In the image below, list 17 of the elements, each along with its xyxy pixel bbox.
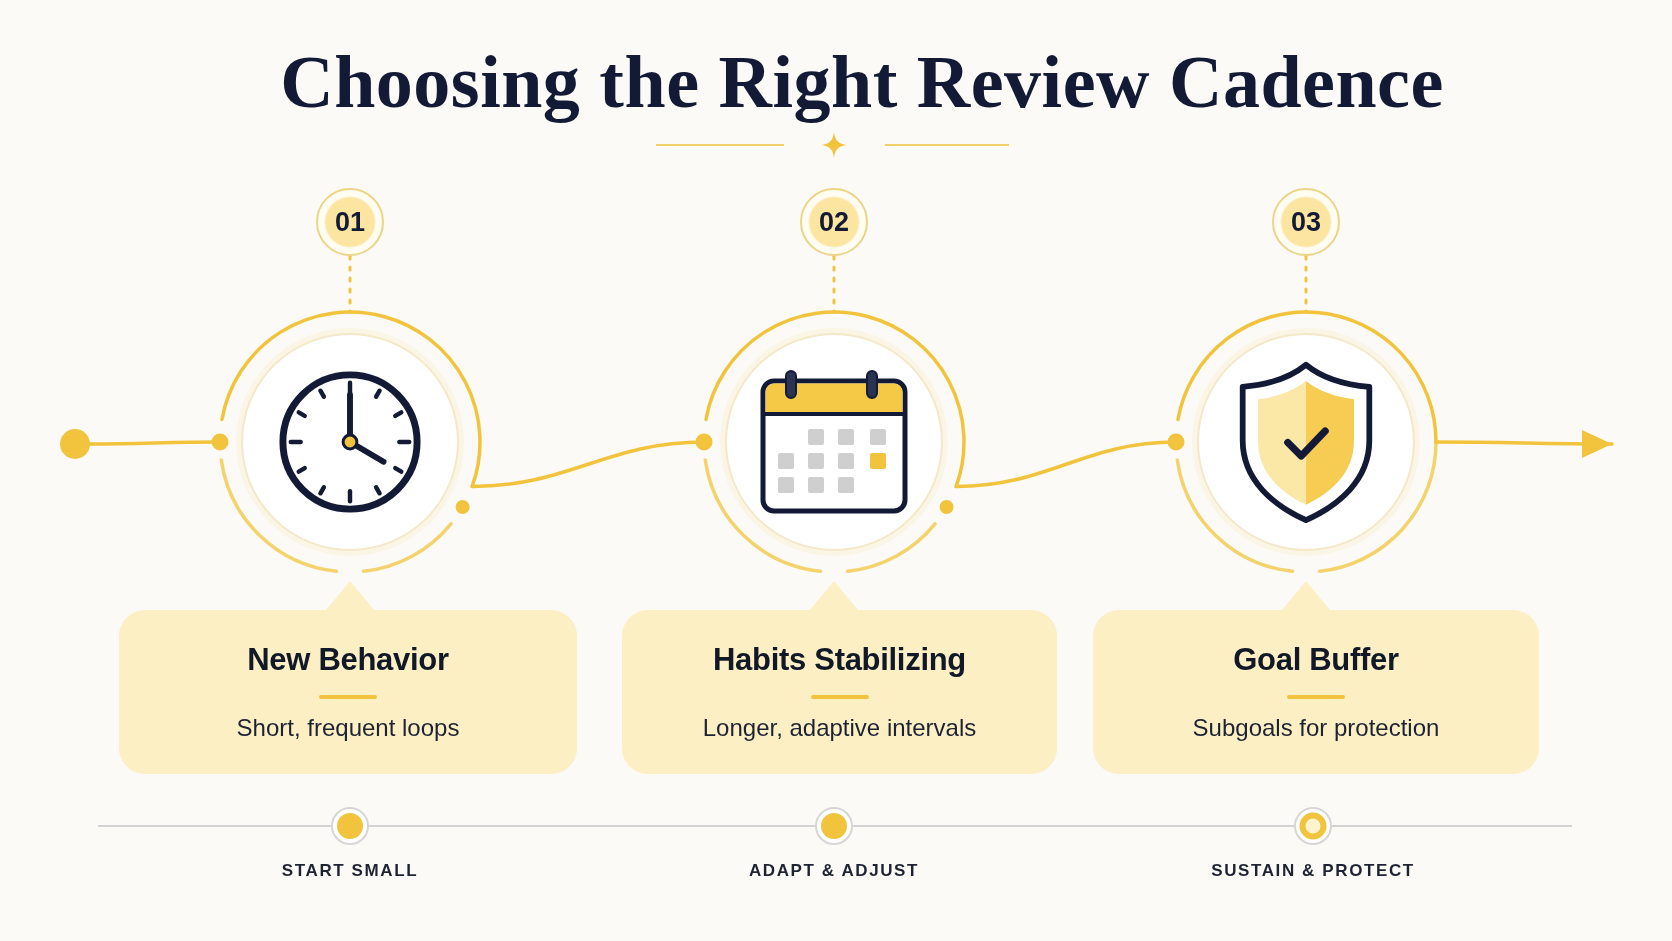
step-number: 02 — [818, 208, 849, 236]
milestone-label: START SMALL — [281, 861, 419, 881]
step-number: 01 — [334, 208, 365, 236]
card-description: Short, frequent loops — [236, 713, 460, 743]
card-heading: Habits Stabilizing — [713, 641, 966, 679]
card-description: Longer, adaptive intervals — [702, 713, 977, 743]
callout-card — [119, 581, 577, 774]
card-heading: Goal Buffer — [1233, 641, 1399, 679]
callout-card — [622, 581, 1057, 774]
dot-icon — [60, 429, 90, 459]
callout-card — [1093, 581, 1539, 774]
milestone-label: ADAPT & ADJUST — [748, 861, 920, 881]
card-heading: New Behavior — [247, 641, 449, 679]
card-description: Subgoals for protection — [1192, 713, 1440, 743]
step-number: 03 — [1290, 208, 1321, 236]
milestone-label: SUSTAIN & PROTECT — [1211, 861, 1415, 881]
title: Choosing the Right Review Cadence — [280, 40, 1444, 125]
